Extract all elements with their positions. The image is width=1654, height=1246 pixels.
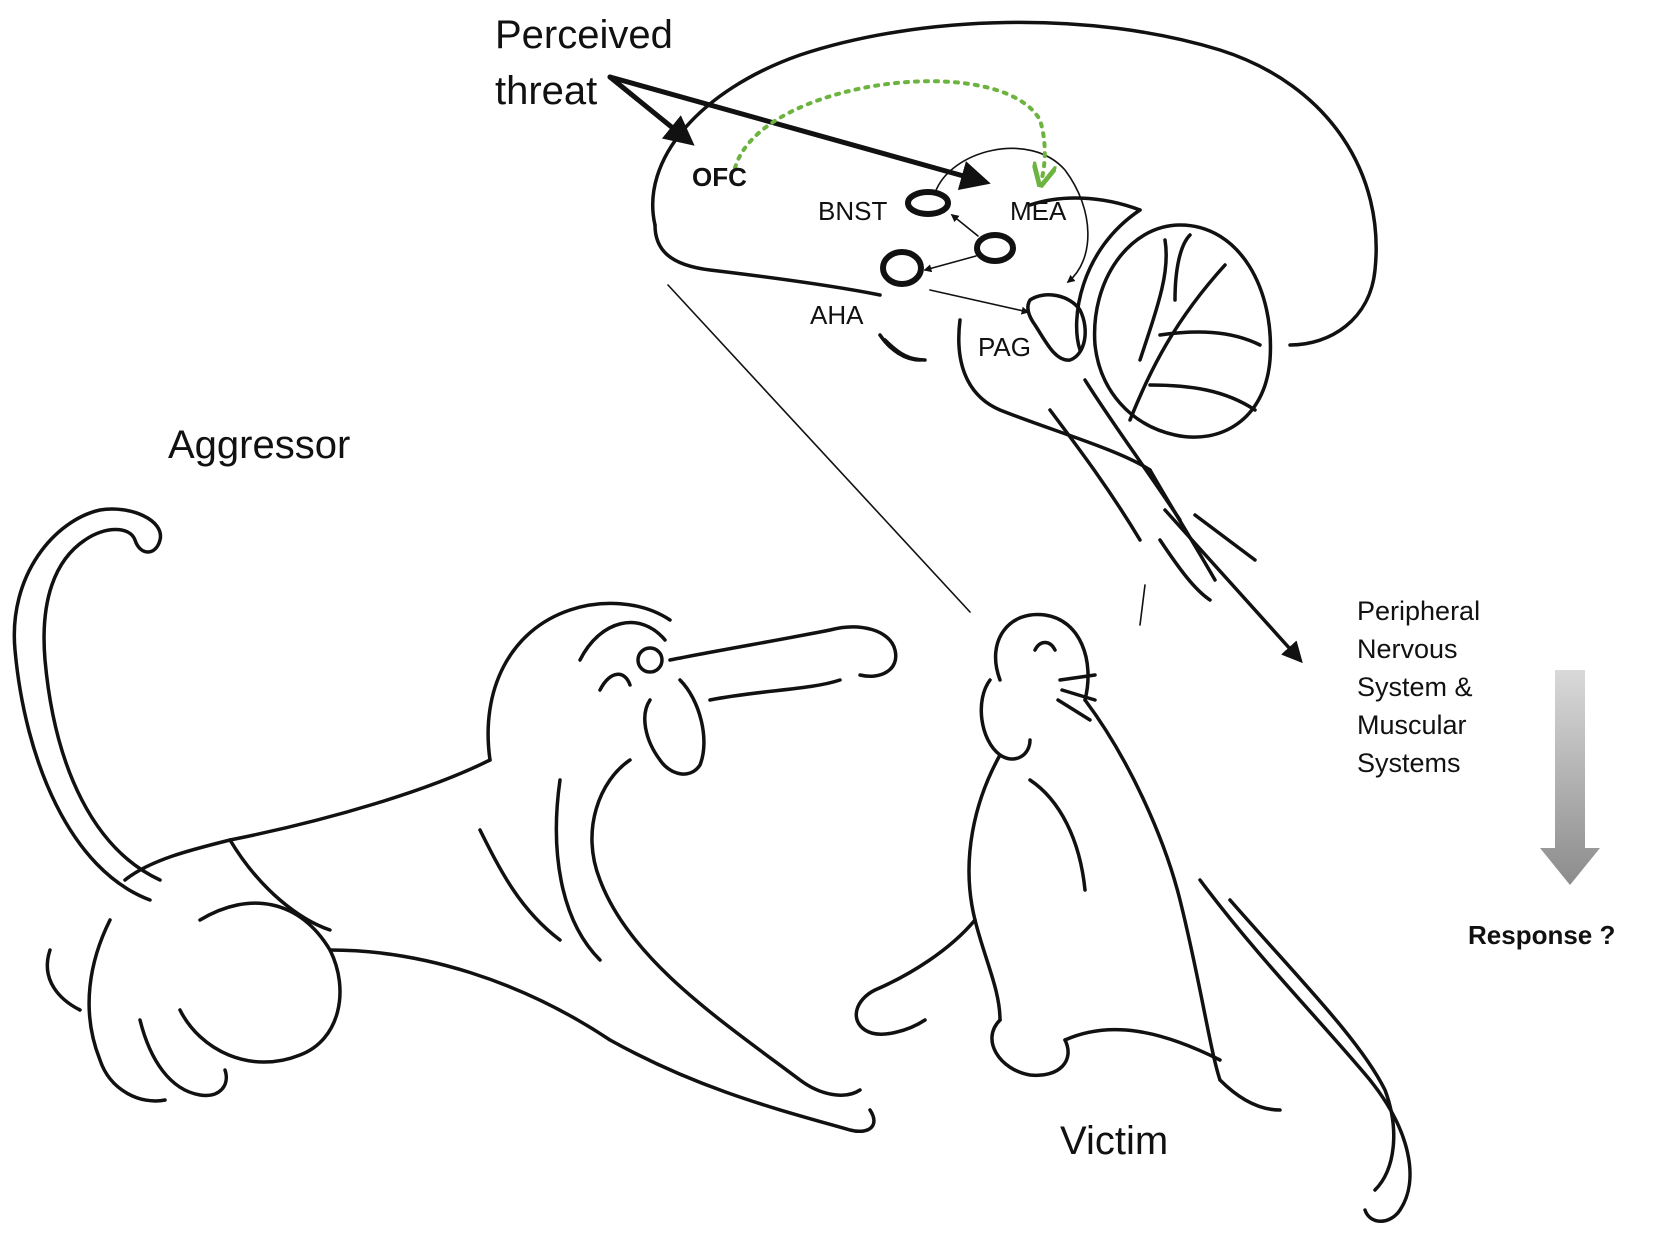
response-label: Response ?: [1468, 920, 1616, 950]
aha-nucleus: [880, 249, 924, 287]
peripheral-label-line4: Muscular: [1357, 710, 1467, 740]
victim-monkey: [854, 612, 1412, 1223]
ofc-mea-feedback-arrow: [733, 79, 1045, 178]
pag-region: [1026, 293, 1087, 362]
efferent-arrow: [1163, 508, 1303, 664]
victim-label: Victim: [1060, 1119, 1169, 1163]
zoom-line-right: [1139, 584, 1146, 626]
brainstem: [1048, 378, 1182, 542]
aggressor-monkey: [12, 507, 898, 1133]
ofc-label: OFC: [692, 162, 747, 192]
peripheral-label-line5: Systems: [1357, 748, 1461, 778]
aha-label: AHA: [810, 300, 864, 330]
peripheral-label-line3: System &: [1357, 672, 1473, 702]
mea-nucleus: [974, 232, 1016, 264]
bnst-nucleus: [905, 189, 951, 217]
peripheral-label-line1: Peripheral: [1357, 596, 1481, 626]
peripheral-label-line2: Nervous: [1357, 634, 1458, 664]
pag-label: PAG: [978, 332, 1031, 362]
perceived-threat-label-line2: threat: [495, 69, 598, 113]
mea-label: MEA: [1010, 196, 1067, 226]
perceived-threat-label-line1: Perceived: [495, 13, 673, 57]
aggressor-label: Aggressor: [168, 423, 351, 467]
threat-arrows: [607, 74, 991, 190]
brain-outline: [651, 20, 1378, 602]
zoom-line-left: [667, 284, 971, 613]
bnst-label: BNST: [818, 196, 888, 226]
cerebellum: [1092, 223, 1273, 439]
hypothalamus-curve: [883, 338, 927, 362]
response-arrow: [1540, 670, 1600, 885]
